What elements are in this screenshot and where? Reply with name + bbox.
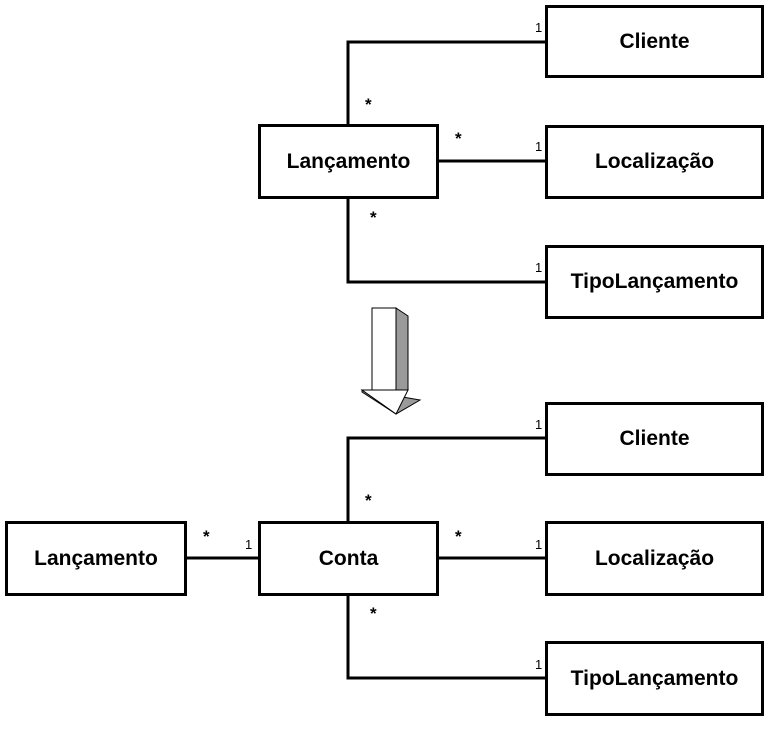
multiplicity-many: * bbox=[370, 208, 377, 227]
connector-lancamento-tipolancamento bbox=[346, 198, 547, 284]
class-name: Localização bbox=[594, 150, 715, 173]
connector-lancamento-cliente bbox=[346, 40, 547, 125]
class-name: Conta bbox=[318, 546, 379, 570]
multiplicity-one: 1 bbox=[535, 139, 543, 154]
class-box-localizacao-bottom: Localização bbox=[545, 521, 764, 596]
class-box-cliente-top: Cliente bbox=[545, 5, 764, 78]
multiplicity-many: * bbox=[370, 604, 377, 623]
connector-conta-cliente bbox=[346, 436, 547, 522]
multiplicity-one: 1 bbox=[535, 260, 543, 275]
class-box-cliente-bottom: Cliente bbox=[545, 402, 764, 476]
transform-arrow-icon bbox=[360, 307, 422, 415]
class-name: TipoLançamento bbox=[570, 270, 739, 293]
class-box-lancamento-bottom: Lançamento bbox=[5, 521, 187, 596]
multiplicity-one: 1 bbox=[535, 657, 543, 672]
class-name: Lançamento bbox=[286, 149, 411, 173]
multiplicity-many: * bbox=[455, 527, 462, 546]
multiplicity-one: 1 bbox=[535, 20, 543, 35]
class-name: Localização bbox=[594, 546, 715, 570]
multiplicity-one: 1 bbox=[535, 537, 543, 552]
class-box-localizacao-top: Localização bbox=[545, 125, 764, 199]
class-name: Cliente bbox=[619, 29, 690, 53]
multiplicity-many: * bbox=[455, 129, 462, 148]
class-box-lancamento-top: Lançamento bbox=[258, 124, 439, 199]
multiplicity-one: 1 bbox=[245, 537, 253, 552]
class-name: Lançamento bbox=[34, 546, 158, 570]
connector-conta-tipolancamento bbox=[346, 595, 547, 680]
multiplicity-one: 1 bbox=[535, 417, 543, 432]
class-box-tipolancamento-top: TipoLançamento bbox=[545, 245, 764, 319]
multiplicity-many: * bbox=[365, 491, 372, 510]
multiplicity-many: * bbox=[365, 95, 372, 114]
multiplicity-many: * bbox=[203, 527, 210, 546]
class-box-tipolancamento-bottom: TipoLançamento bbox=[545, 641, 764, 716]
class-box-conta: Conta bbox=[258, 521, 439, 596]
class-name: Cliente bbox=[619, 427, 690, 450]
class-name: TipoLançamento bbox=[570, 666, 739, 690]
